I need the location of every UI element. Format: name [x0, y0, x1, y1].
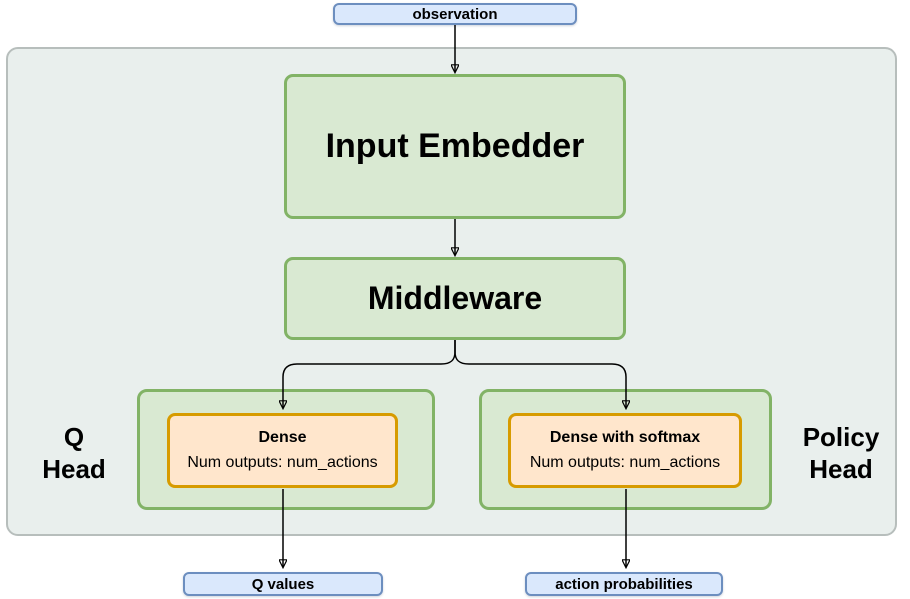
q-values-label: Q values	[251, 575, 315, 593]
policy-dense-title: Dense with softmax	[549, 429, 701, 446]
observation-label: observation	[412, 5, 498, 23]
policy-head-label-line1: Policy	[802, 422, 880, 452]
q-dense-subtitle: Num outputs: num_actions	[187, 454, 378, 471]
policy-head-label: Policy Head	[786, 421, 896, 485]
policy-head-label-line2: Head	[809, 454, 873, 484]
action-probabilities-node: action probabilities	[525, 572, 723, 596]
middleware-node: Middleware	[284, 257, 626, 340]
middleware-label: Middleware	[367, 280, 543, 316]
policy-dense-node: Dense with softmax Num outputs: num_acti…	[508, 413, 742, 488]
input-embedder-node: Input Embedder	[284, 74, 626, 219]
action-probabilities-label: action probabilities	[555, 575, 693, 593]
q-dense-node: Dense Num outputs: num_actions	[167, 413, 398, 488]
q-head-label-line1: Q	[63, 422, 85, 452]
q-head-label-line2: Head	[42, 454, 106, 484]
observation-node: observation	[333, 3, 577, 25]
q-values-node: Q values	[183, 572, 383, 596]
q-head-label: Q Head	[19, 421, 129, 485]
policy-dense-subtitle: Num outputs: num_actions	[529, 454, 721, 471]
input-embedder-label: Input Embedder	[325, 127, 585, 165]
q-dense-title: Dense	[258, 429, 307, 446]
